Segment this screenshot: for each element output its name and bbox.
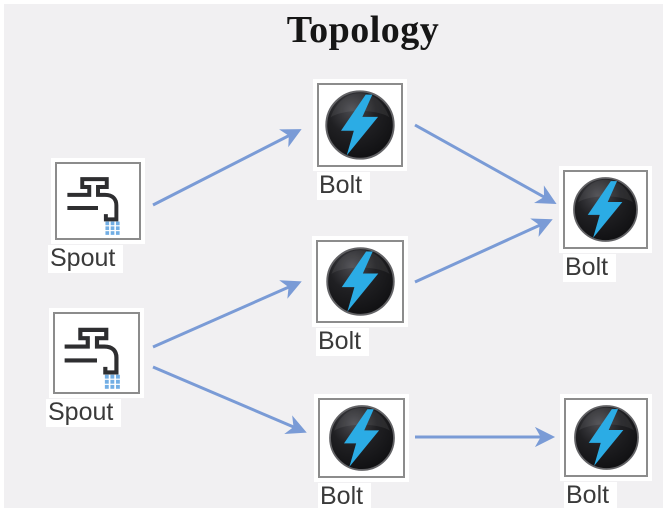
topology-node-bolt-right-bottom: Bolt: [564, 398, 648, 511]
lightning-bolt-icon: [325, 90, 395, 160]
node-label: Spout: [46, 399, 122, 428]
lightning-bolt-icon: [573, 177, 638, 242]
faucet-icon: [64, 327, 120, 389]
topology-node-spout-1: Spout: [48, 162, 141, 274]
node-label: Bolt: [564, 482, 618, 511]
bolt-box: [316, 240, 404, 323]
faucet-icon: [67, 177, 120, 235]
bolt-box: [318, 398, 405, 478]
lightning-bolt-icon: [573, 405, 639, 470]
node-label: Bolt: [318, 483, 372, 512]
bolt-box: [317, 83, 403, 167]
topology-node-bolt-bottom-middle: Bolt: [318, 398, 405, 512]
lightning-bolt-icon: [325, 247, 395, 316]
spout-box: [53, 312, 140, 394]
node-label: Spout: [48, 245, 124, 274]
lightning-bolt-icon: [328, 405, 395, 471]
diagram-title: Topology: [286, 9, 440, 51]
bolt-box: [564, 398, 648, 477]
topology-node-bolt-right-top: Bolt: [563, 170, 648, 283]
bolt-box: [563, 170, 648, 249]
topology-node-spout-2: Spout: [46, 312, 140, 428]
node-label: Bolt: [316, 328, 370, 357]
topology-node-bolt-top-middle: Bolt: [317, 83, 403, 201]
node-label: Bolt: [563, 254, 617, 283]
spout-box: [55, 162, 141, 240]
node-label: Bolt: [317, 172, 371, 201]
topology-node-bolt-middle: Bolt: [316, 240, 404, 357]
